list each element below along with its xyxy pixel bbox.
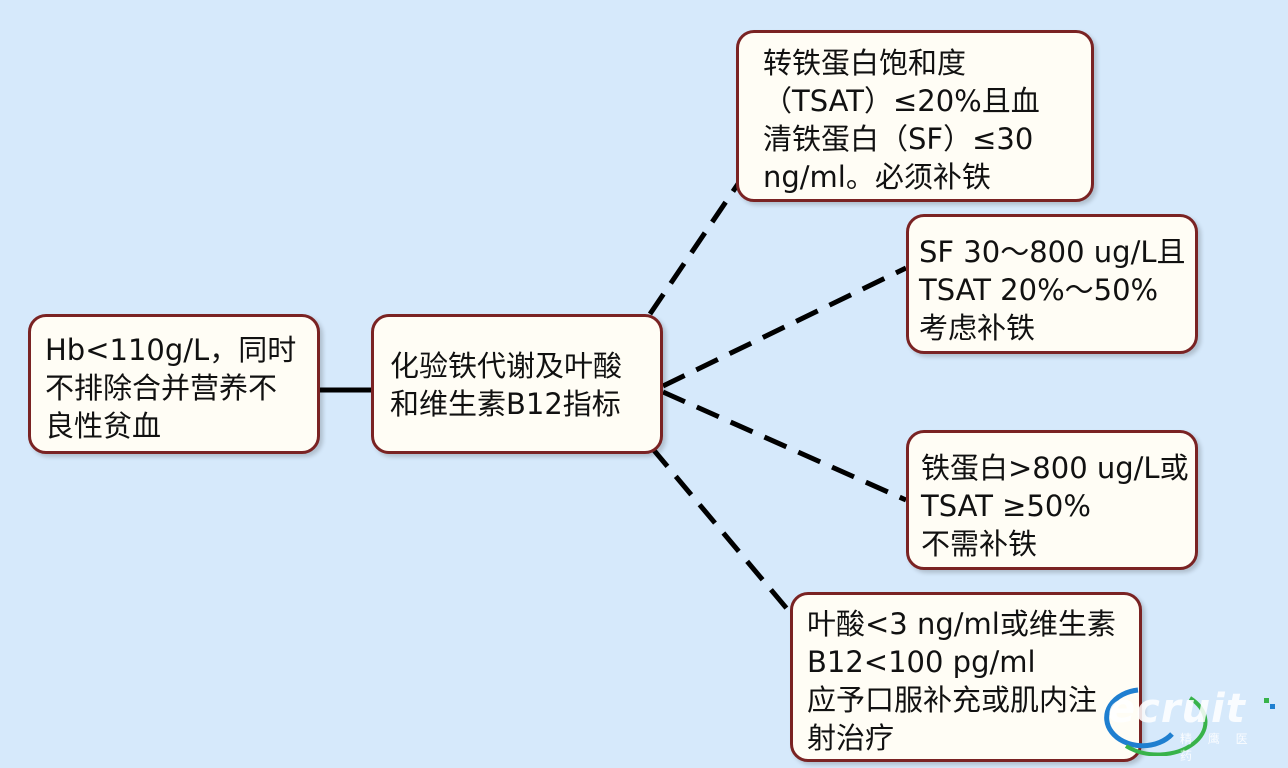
node-text-line: 良性贫血 [45,409,162,443]
node-must-supplement-iron: 转铁蛋白饱和度 （TSAT）≤20%且血 清铁蛋白（SF）≤30 ng/ml。必… [736,30,1094,202]
node-text-line: Hb<110g/L，同时 [45,333,297,367]
connector-mid-branch4 [650,446,790,612]
node-text-line: TSAT 20%～50% [919,273,1159,307]
node-text-line: 转铁蛋白饱和度 [763,46,967,80]
node-text-line: 射治疗 [807,721,895,755]
node-no-iron-needed: 铁蛋白>800 ug/L或 TSAT ≥50% 不需补铁 [906,430,1198,570]
node-text-line: 不排除合并营养不 [45,371,278,405]
connector-mid-branch3 [661,389,908,503]
node-text-line: 铁蛋白>800 ug/L或 [921,451,1189,485]
node-text-line: SF 30～800 ug/L且 [919,235,1186,269]
connector-mid-branch1 [647,176,745,316]
node-text-line: 应予口服补充或肌内注 [807,683,1098,717]
node-text-line: ng/ml。必须补铁 [763,160,991,194]
node-folate-b12-treatment: 叶酸<3 ng/ml或维生素 B12<100 pg/ml 应予口服补充或肌内注 … [790,592,1142,762]
node-text-line: （TSAT）≤20%且血 [763,84,1040,118]
node-text-line: 不需补铁 [921,527,1038,561]
node-text-line: B12<100 pg/ml [807,645,1036,679]
node-text-line: 叶酸<3 ng/ml或维生素 [807,607,1116,641]
connector-mid-branch2 [661,265,908,389]
node-hb-condition: Hb<110g/L，同时 不排除合并营养不 良性贫血 [28,314,320,454]
node-text-line: 化验铁代谢及叶酸 [390,349,623,383]
node-lab-tests: 化验铁代谢及叶酸 和维生素B12指标 [371,314,663,454]
node-text-line: TSAT ≥50% [921,489,1091,523]
node-text-line: 考虑补铁 [919,311,1036,345]
node-text-line: 清铁蛋白（SF）≤30 [763,122,1034,156]
node-text-line: 和维生素B12指标 [390,387,621,421]
node-consider-iron: SF 30～800 ug/L且 TSAT 20%～50% 考虑补铁 [906,214,1198,354]
